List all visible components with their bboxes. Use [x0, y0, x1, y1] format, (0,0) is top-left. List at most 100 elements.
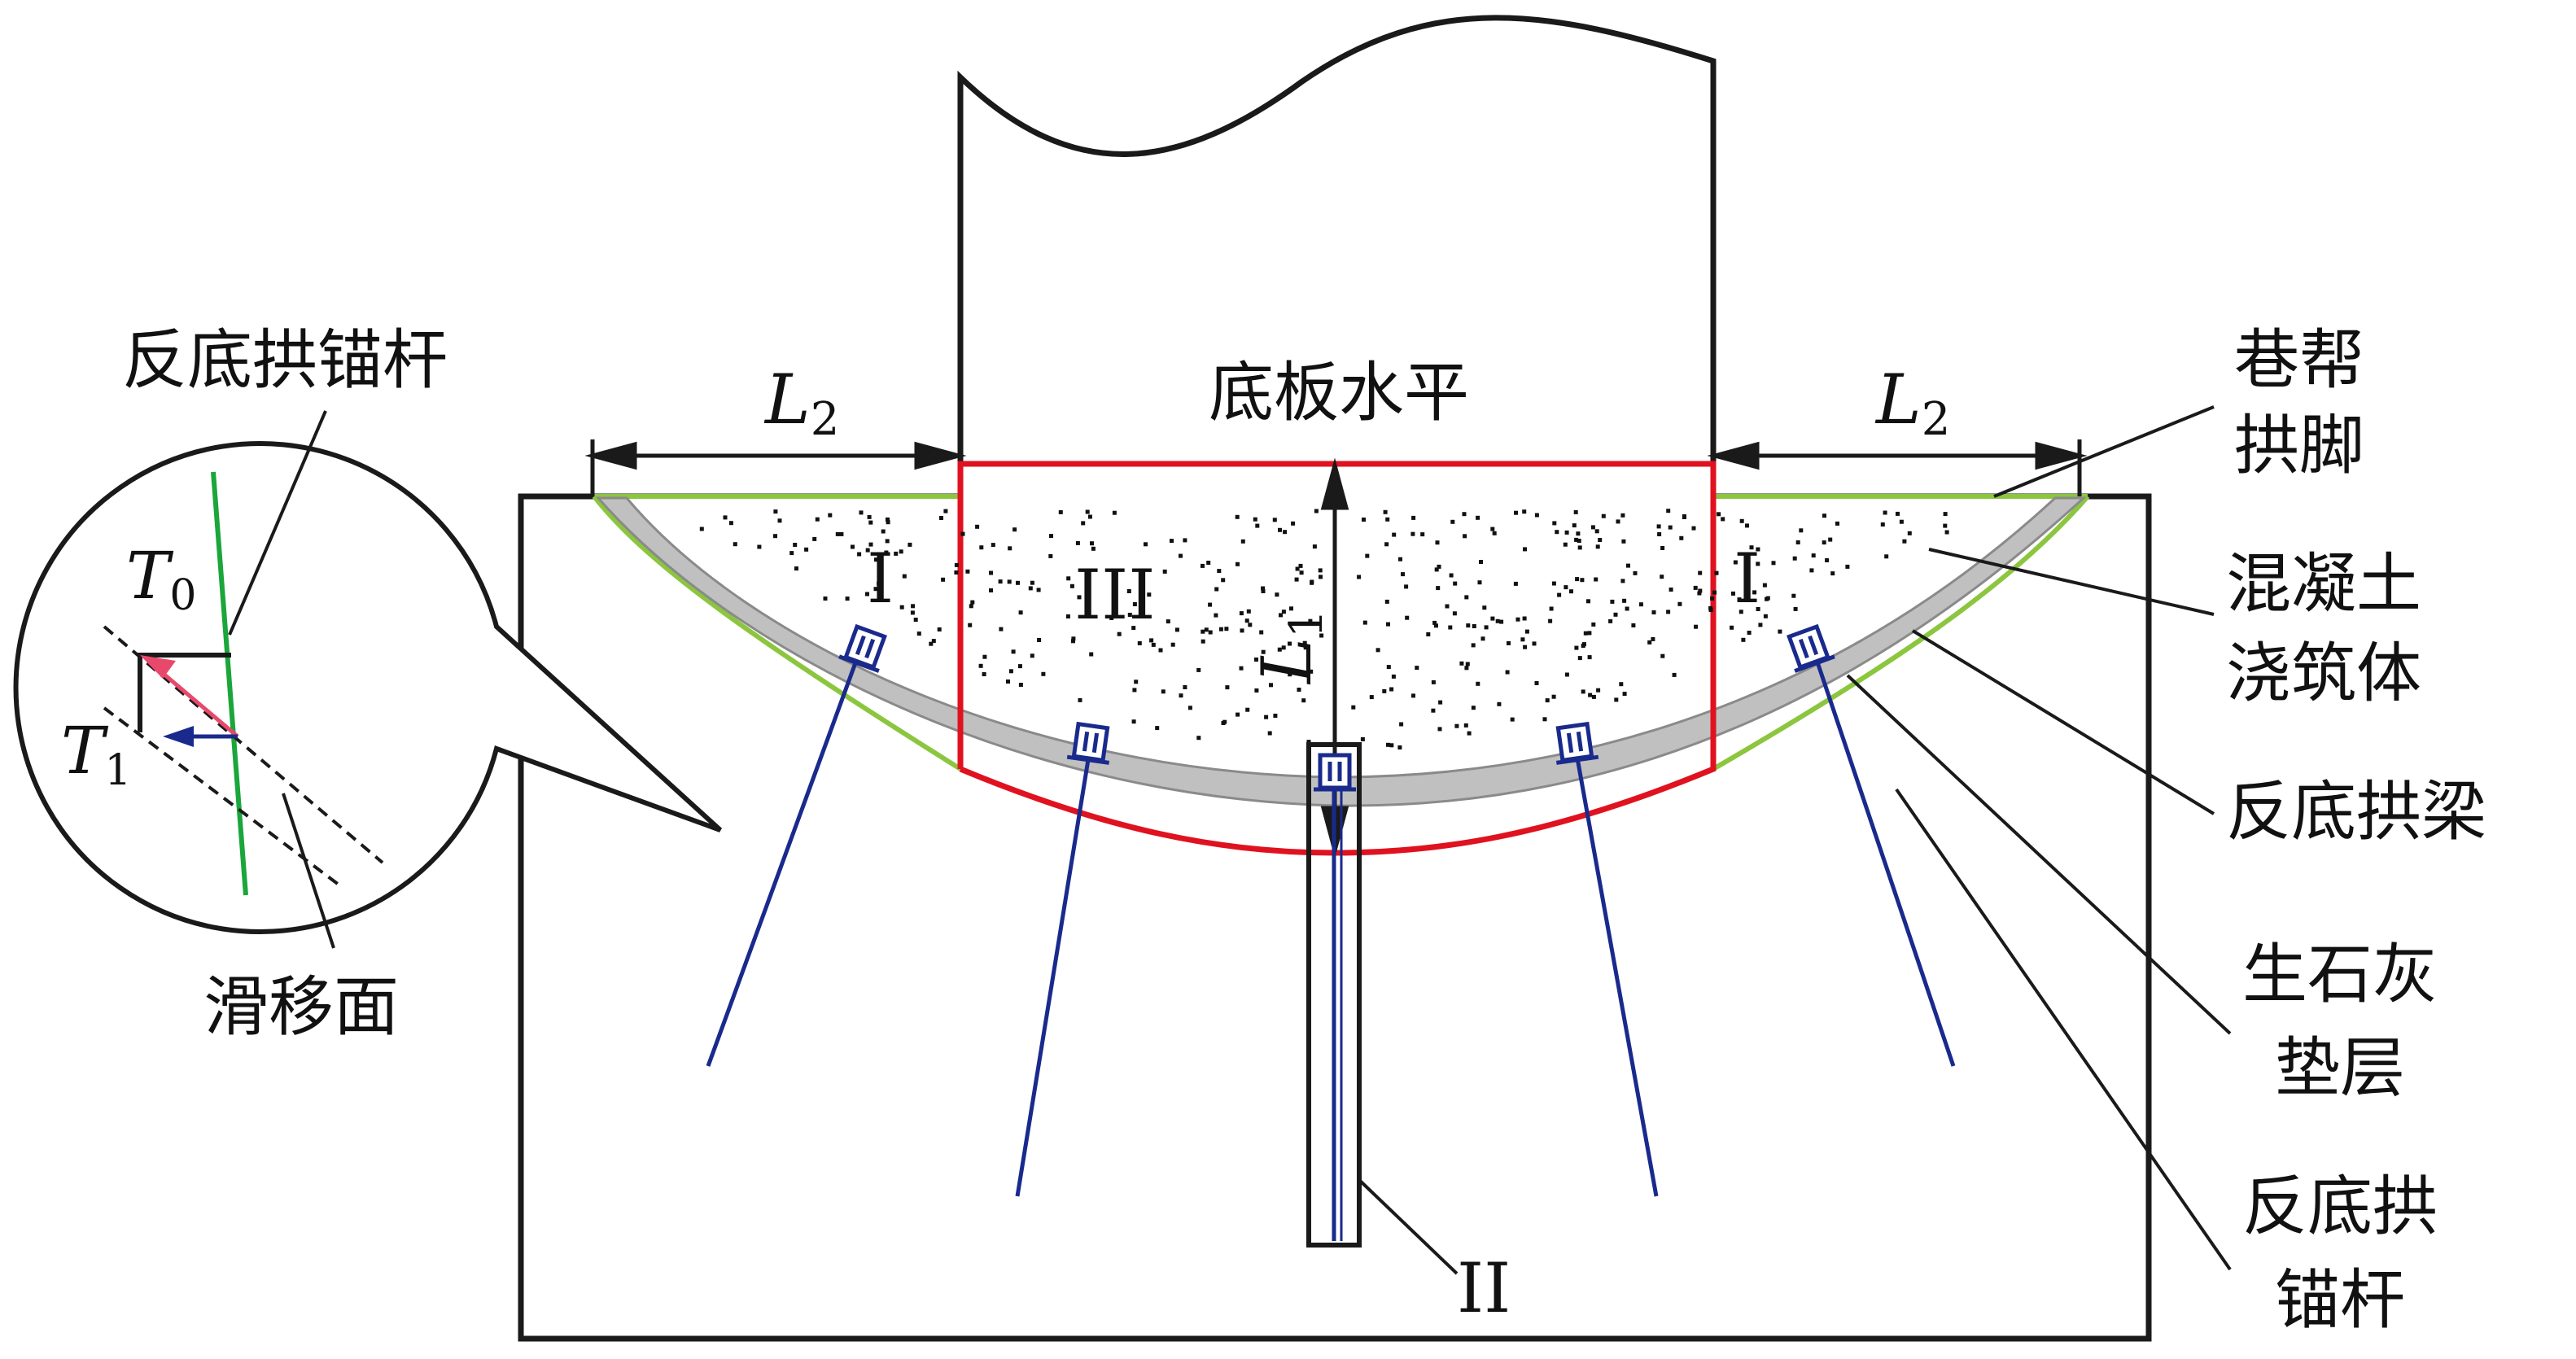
speckle	[1283, 530, 1288, 535]
speckle	[1137, 640, 1142, 645]
speckle	[1575, 577, 1580, 582]
speckle	[1028, 586, 1033, 591]
speckle	[1255, 523, 1260, 528]
speckle	[1569, 589, 1573, 594]
speckle	[1693, 585, 1698, 590]
speckle	[1278, 527, 1282, 532]
speckle	[1523, 645, 1528, 649]
speckle	[1248, 623, 1253, 627]
speckle	[913, 618, 918, 622]
speckle	[1793, 606, 1798, 611]
speckle	[757, 544, 762, 549]
speckle	[1196, 736, 1201, 741]
speckle	[1666, 509, 1671, 513]
speckle	[1183, 538, 1187, 543]
concrete-label-2: 浇筑体	[2226, 636, 2421, 711]
speckle	[1369, 695, 1374, 700]
speckle	[960, 531, 965, 536]
speckle	[954, 562, 959, 567]
speckle	[1625, 606, 1629, 611]
speckle	[873, 587, 878, 592]
speckle	[989, 570, 993, 575]
speckle	[1552, 521, 1557, 526]
speckle	[1896, 511, 1900, 516]
speckle	[1085, 509, 1090, 514]
speckle	[1564, 530, 1569, 535]
speckle	[1302, 640, 1307, 645]
speckle	[1132, 688, 1137, 693]
speckle	[1534, 513, 1539, 518]
speckle	[1090, 541, 1094, 546]
speckle	[1482, 605, 1487, 610]
speckle	[1471, 643, 1476, 648]
speckle	[1476, 515, 1480, 520]
speckle	[804, 547, 809, 552]
speckle	[733, 542, 737, 547]
speckle	[982, 654, 987, 659]
speckle	[1598, 538, 1603, 542]
speckle	[1591, 694, 1596, 699]
speckle	[1698, 570, 1703, 575]
speckle	[1492, 531, 1497, 535]
speckle	[999, 627, 1004, 631]
speckle	[1557, 592, 1562, 597]
speckle	[1463, 534, 1467, 539]
speckle	[1822, 513, 1826, 518]
speckle	[1828, 537, 1833, 542]
speckle	[1011, 649, 1016, 654]
speckle	[899, 605, 904, 610]
wall-foot-label-1: 巷帮	[2234, 322, 2364, 398]
speckle	[1464, 595, 1469, 600]
speckle	[1577, 545, 1582, 550]
speckle	[1382, 688, 1387, 693]
speckle	[1741, 637, 1746, 642]
speckle	[886, 517, 890, 522]
speckle	[1463, 723, 1468, 728]
speckle	[931, 639, 936, 644]
speckle	[1244, 618, 1249, 623]
zone-II-label: II	[1457, 1248, 1511, 1328]
speckle	[728, 521, 733, 526]
speckle	[1246, 609, 1251, 614]
speckle	[1049, 534, 1053, 539]
speckle	[1399, 722, 1404, 727]
zone-III-label: III	[1074, 555, 1156, 635]
speckle	[1594, 577, 1599, 582]
speckle	[908, 542, 912, 547]
speckle	[1147, 592, 1152, 597]
speckle	[1534, 681, 1539, 685]
speckle	[1365, 553, 1370, 558]
speckle	[1682, 515, 1686, 519]
speckle	[1717, 512, 1721, 517]
speckle	[1158, 648, 1163, 653]
speckle	[1577, 539, 1581, 543]
speckle	[1795, 540, 1800, 544]
speckle	[789, 551, 794, 556]
speckle	[1281, 610, 1286, 614]
speckle	[1155, 726, 1160, 731]
speckle	[1357, 575, 1362, 579]
speckle	[1523, 547, 1527, 552]
speckle	[1548, 618, 1553, 623]
speckle	[812, 536, 817, 541]
speckle	[773, 509, 778, 514]
speckle	[1071, 639, 1075, 644]
speckle	[1222, 719, 1227, 724]
speckle	[1253, 517, 1257, 522]
speckle	[1514, 510, 1518, 515]
speckle	[1845, 564, 1850, 569]
speckle	[1415, 666, 1419, 671]
lime-label-2: 垫层	[2275, 1030, 2405, 1106]
speckle	[1522, 616, 1527, 621]
speckle	[1588, 693, 1593, 697]
speckle	[1008, 546, 1012, 551]
speckle	[954, 570, 959, 575]
speckle	[1564, 672, 1569, 677]
speckle	[1472, 624, 1476, 628]
beam-label: 反底拱梁	[2226, 774, 2486, 850]
speckle	[1563, 542, 1568, 547]
concrete-speckles	[699, 509, 1949, 749]
speckle	[991, 543, 995, 548]
lime-label-1: 生石灰	[2242, 937, 2438, 1012]
